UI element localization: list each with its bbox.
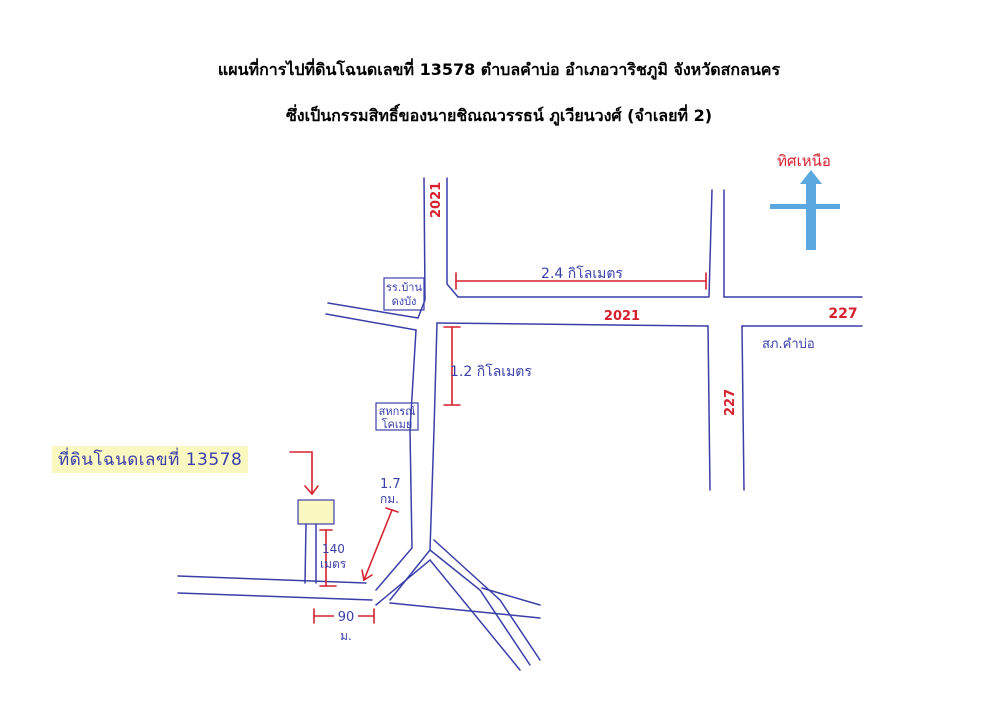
distance-90-value: 90 xyxy=(338,610,355,625)
road-2021-vertical-left-edge xyxy=(417,177,426,319)
road-fork-right xyxy=(433,539,541,661)
land-pointer-arrowhead xyxy=(304,485,319,496)
road-land-access-left xyxy=(304,523,307,584)
road-2021-vertical-right-edge xyxy=(446,177,459,298)
road-bottom-right-extension xyxy=(389,602,541,619)
school-label-line-1: รร.บ้าน xyxy=(386,281,422,294)
north-label: ทิศเหนือ xyxy=(777,152,831,170)
road-left-branch-bottom xyxy=(325,313,417,331)
distance-1-7-value: 1.7 xyxy=(380,477,401,492)
road-bottom-right-extension-upper xyxy=(481,587,541,606)
road-2021-horizontal-bottom-edge xyxy=(436,322,709,327)
distance-140-value: 140 xyxy=(322,542,345,556)
school-label-line-2: ดงบัง xyxy=(392,295,417,308)
measure-1-7km-tick-top xyxy=(385,507,399,513)
land-parcel-13578 xyxy=(297,499,335,525)
road-lower-vertical-left-edge xyxy=(375,329,417,591)
police-station-label: สภ.คำบ่อ xyxy=(762,337,815,352)
coop-label-line-2: โคเมย xyxy=(382,417,413,431)
road-label-2021-horizontal: 2021 xyxy=(604,309,640,324)
map-title-line-2: ซึ่งเป็นกรรมสิทธิ์ของนายชิณณวรรธน์ ภูเวี… xyxy=(285,106,713,125)
road-north-right-left-edge xyxy=(708,189,713,298)
road-227-vertical-left-edge xyxy=(707,325,711,491)
coop-label-line-1: สหกรณ์ xyxy=(379,405,416,418)
road-bottom-bottom-edge xyxy=(177,592,373,601)
measure-1-7km-line xyxy=(363,509,393,581)
north-arrow-icon xyxy=(770,170,840,250)
road-label-227-horizontal: 227 xyxy=(828,306,857,322)
road-227-vertical-right-edge xyxy=(741,325,745,491)
road-label-227-vertical: 227 xyxy=(723,389,738,416)
distance-2-4km-label: 2.4 กิโลเมตร xyxy=(541,265,623,282)
road-lower-vertical-right-edge xyxy=(389,322,438,601)
measure-1-7km-arrowhead xyxy=(361,569,373,582)
distance-90-unit: ม. xyxy=(340,629,352,643)
road-label-2021-vertical: 2021 xyxy=(429,182,444,218)
road-left-branch-top xyxy=(327,302,419,319)
distance-140-unit: เมตร xyxy=(320,557,347,571)
distance-1-2km-label: 1.2 กิโลเมตร xyxy=(450,363,532,380)
school-box xyxy=(383,277,425,311)
land-title-label: ที่ดินโฉนดเลขที่ 13578 xyxy=(52,446,249,473)
map-title-line-1: แผนที่การไปที่ดินโฉนดเลขที่ 13578 ตำบลคำ… xyxy=(217,60,781,79)
road-fork-left xyxy=(429,549,531,666)
road-bottom-top-edge xyxy=(177,575,367,584)
road-fork-lower xyxy=(375,558,521,671)
land-pointer-arrow xyxy=(289,451,313,495)
distance-1-7-unit: กม. xyxy=(380,492,399,506)
coop-box xyxy=(375,402,419,431)
